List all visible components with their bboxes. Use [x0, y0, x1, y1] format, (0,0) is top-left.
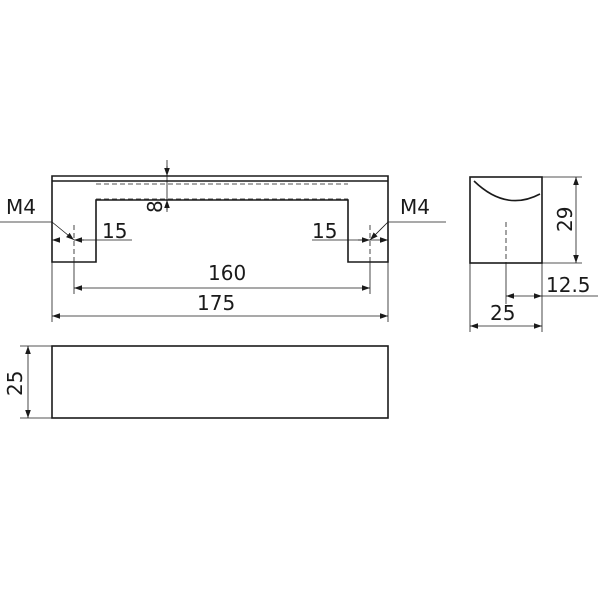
- hole-offset-left-label: 15: [102, 219, 127, 243]
- thread-left-callout: M4: [0, 195, 75, 241]
- top-width-label: 25: [3, 371, 27, 396]
- side-height-label: 29: [553, 207, 577, 232]
- dim-hole-offset-right: 15: [312, 219, 388, 243]
- thread-left-label: M4: [6, 195, 36, 219]
- side-half-depth-label: 12.5: [546, 273, 591, 297]
- hole-offset-right-label: 15: [312, 219, 337, 243]
- top-view: [51, 345, 389, 419]
- dim-side-depth: 25: [469, 263, 543, 332]
- dim-top-width: 25: [3, 345, 52, 419]
- side-concave-cut: [473, 180, 541, 202]
- dim-side-half-depth: 12.5: [505, 263, 598, 304]
- hole-spacing-label: 160: [208, 261, 246, 285]
- side-depth-label: 25: [490, 301, 515, 325]
- bar-thickness-label: 8: [143, 200, 167, 213]
- handle-outline: [51, 175, 389, 263]
- top-outline: [51, 345, 389, 419]
- dim-hole-offset-left: 15: [52, 219, 132, 243]
- front-view: [51, 175, 389, 263]
- dim-overall-length: 175: [51, 262, 389, 322]
- thread-right-label: M4: [400, 195, 430, 219]
- overall-length-label: 175: [197, 291, 235, 315]
- side-view: [469, 176, 543, 264]
- thread-right-callout: M4: [369, 195, 446, 241]
- dim-bar-thickness: 8: [143, 160, 170, 213]
- dim-hole-spacing: 160: [73, 261, 371, 294]
- dim-side-height: 29: [542, 176, 582, 264]
